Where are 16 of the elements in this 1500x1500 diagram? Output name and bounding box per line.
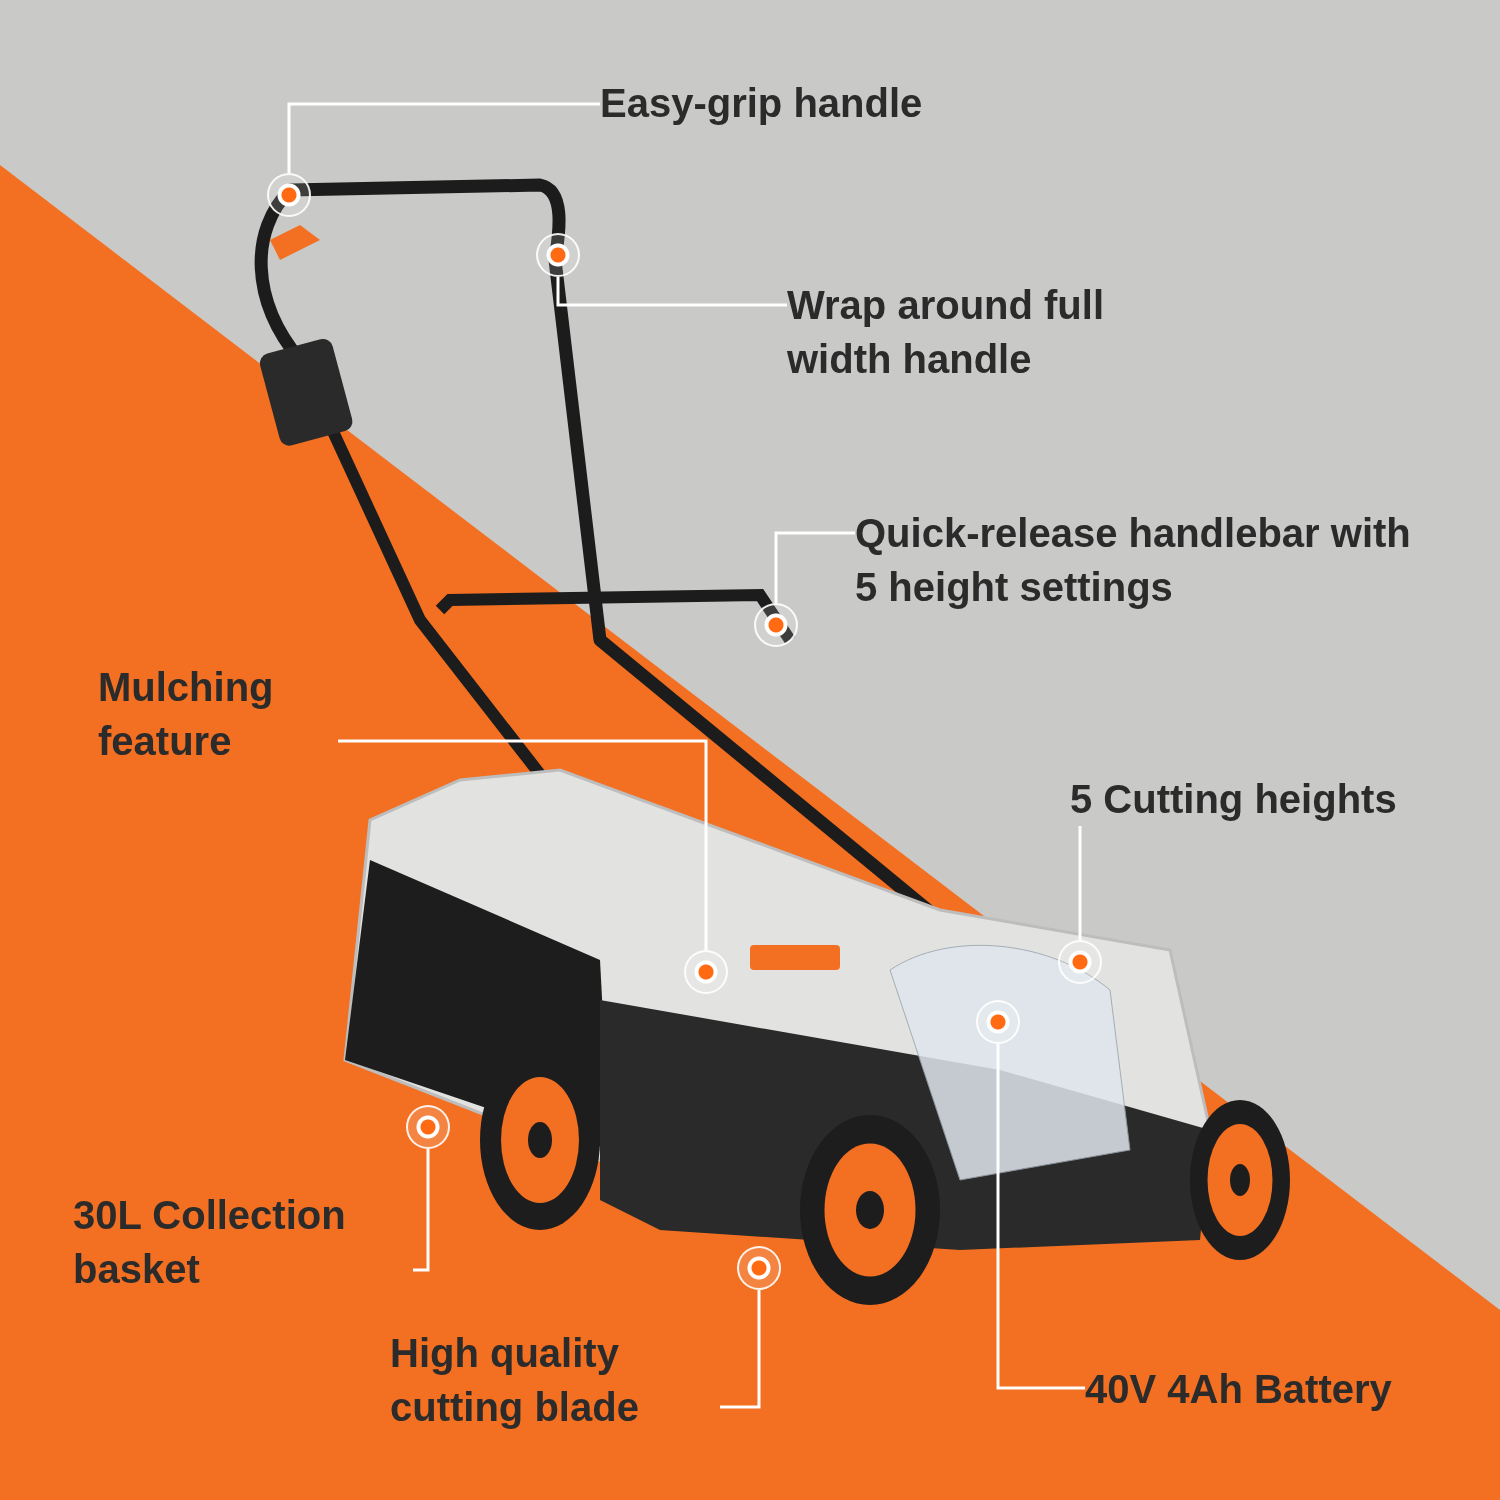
leader-line bbox=[338, 739, 708, 950]
leader-line bbox=[556, 277, 787, 307]
leader-line bbox=[413, 1149, 430, 1272]
callout-label: 30L Collection basket bbox=[73, 1188, 413, 1296]
leader-line bbox=[1078, 826, 1082, 940]
callout-label: Easy-grip handle bbox=[600, 76, 1020, 130]
callout-label: High quality cutting blade bbox=[390, 1326, 720, 1434]
callout-label: 40V 4Ah Battery bbox=[1085, 1362, 1465, 1416]
callout-label: Mulching feature bbox=[98, 660, 338, 768]
leader-line bbox=[287, 102, 600, 173]
callout-label: Wrap around full width handle bbox=[787, 278, 1207, 386]
leader-line bbox=[996, 1044, 1085, 1390]
callout-label: 5 Cutting heights bbox=[1070, 772, 1470, 826]
leader-line bbox=[774, 531, 855, 603]
callout-label: Quick-release handlebar with 5 height settings bbox=[855, 506, 1415, 614]
leader-line bbox=[720, 1290, 761, 1409]
